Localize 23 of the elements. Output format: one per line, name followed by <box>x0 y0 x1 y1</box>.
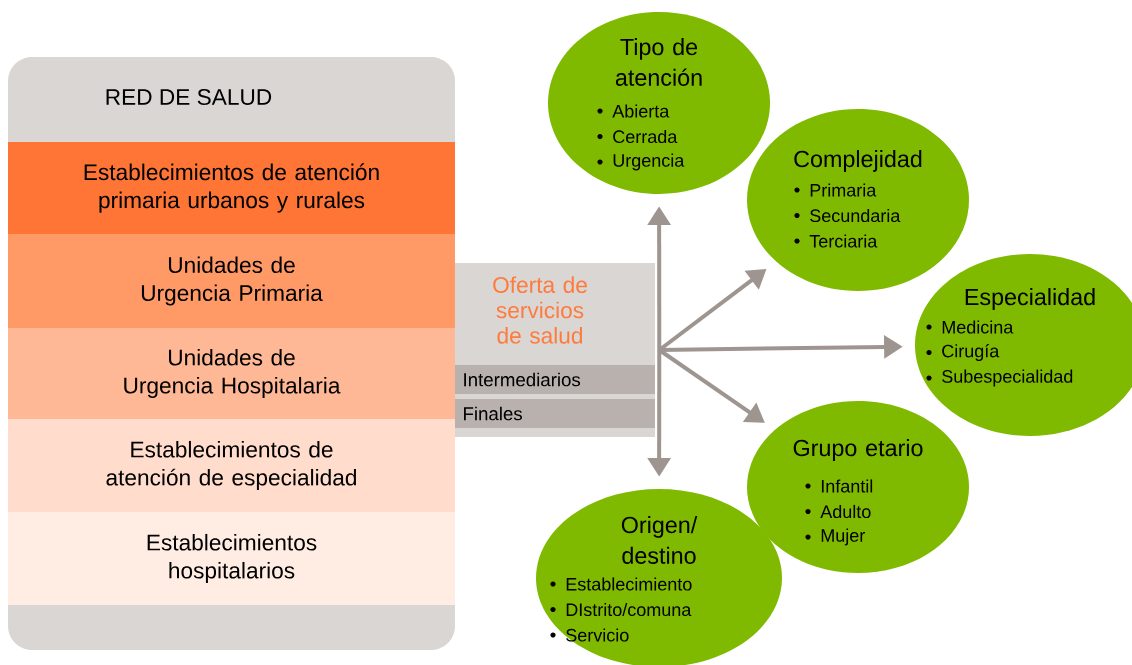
row-band: Unidades de Urgencia Primaria <box>8 234 455 328</box>
bullet-item: Mujer <box>805 528 865 546</box>
label-band: Intermediarios <box>455 365 655 394</box>
bullet-item: Medicina <box>926 320 1014 334</box>
bullet-item: Urgencia <box>597 153 685 171</box>
row-band: Establecimientos de atención de especialidad <box>8 419 455 512</box>
bullet-item: Adulto <box>805 504 871 519</box>
bullet-item: Cerrada <box>597 129 678 144</box>
bullet-item: Cirugía <box>926 344 1000 361</box>
bullet-item: Subespecialidad <box>926 369 1073 387</box>
node-label: Intermediarios <box>464 372 581 387</box>
bullet-item: Abierta <box>597 104 670 118</box>
bullet-item: DIstrito/comuna <box>550 602 692 617</box>
row-band: Establecimientos de atención primaria urbanos y rurales <box>8 142 455 234</box>
row-band: Establecimientos hospitalarios <box>8 512 455 605</box>
bullet-item: Terciaria <box>794 234 878 248</box>
row-band: Unidades de Urgencia Hospitalaria <box>8 328 455 419</box>
bullet-item: Establecimiento <box>550 577 692 591</box>
bullet-item: Servicio <box>550 628 629 642</box>
bullet-item: Primaria <box>794 183 877 197</box>
label-band: Finales <box>455 399 655 428</box>
bullet-item: Infantil <box>805 479 873 493</box>
bullet-item: Secundaria <box>794 208 901 223</box>
